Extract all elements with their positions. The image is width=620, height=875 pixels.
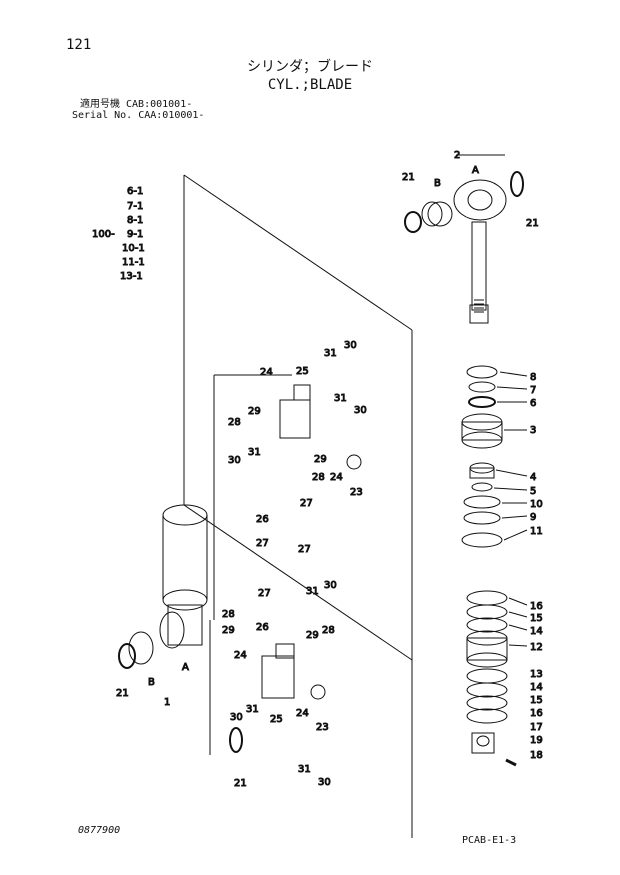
callout-seal-4: 4 [530, 472, 536, 483]
callout-vl-29b: 29 [306, 630, 319, 641]
cylinder-tube [118, 504, 243, 753]
callout-vl-25: 25 [270, 714, 283, 725]
callout-left-13: 13-1 [120, 271, 143, 282]
callout-piston-14a: 14 [530, 626, 543, 637]
callout-piston-16b: 16 [530, 708, 543, 719]
callout-vl-23: 23 [316, 722, 329, 733]
callout-vu-30b: 30 [354, 405, 367, 416]
callout-vl-30a: 30 [324, 580, 337, 591]
callout-left-10: 10-1 [122, 243, 145, 254]
callout-vu-28: 28 [228, 417, 241, 428]
callout-vm-27a: 27 [300, 498, 313, 509]
callout-seal-8: 8 [530, 372, 536, 383]
callout-piston-12: 12 [530, 642, 543, 653]
callout-vm-27d: 27 [258, 588, 271, 599]
leader-lines [493, 371, 528, 647]
callout-vl-29a: 29 [222, 625, 235, 636]
callout-vu-29: 29 [248, 406, 261, 417]
callout-vl-24a: 24 [234, 650, 247, 661]
callout-body-21-left: 21 [116, 688, 129, 699]
callout-vu-24: 24 [260, 367, 273, 378]
callout-seal-3: 3 [530, 425, 536, 436]
callout-body-a: A [182, 662, 189, 673]
piston-rod-assembly [404, 154, 524, 324]
callout-vl-24b: 24 [296, 708, 309, 719]
callout-left-11: 11-1 [122, 257, 145, 268]
callout-body-21-bottom: 21 [234, 778, 247, 789]
callout-vu-31c: 31 [248, 447, 261, 458]
callout-vu-24b: 24 [330, 472, 343, 483]
callout-rod-a: A [472, 165, 479, 176]
piston-stack-lower [466, 590, 517, 767]
page-code: PCAB-E1-3 [462, 835, 517, 846]
callout-vu-30a: 30 [344, 340, 357, 351]
callout-vm-26: 26 [256, 514, 269, 525]
title-english: CYL.;BLADE [267, 77, 353, 93]
callout-piston-13: 13 [530, 669, 543, 680]
callout-vl-31c: 31 [298, 764, 311, 775]
callout-vl-31b: 31 [246, 704, 259, 715]
callout-seal-10: 10 [530, 499, 543, 510]
applicable-serial-en: Serial No. CAA:010001- [72, 110, 205, 121]
callout-piston-15b: 15 [530, 695, 543, 706]
callout-piston-15a: 15 [530, 613, 543, 624]
callout-piston-17: 17 [530, 722, 543, 733]
callout-piston-14b: 14 [530, 682, 543, 693]
title-japanese: シリンダ；ブレード [247, 59, 373, 75]
assembly-frame-lines [183, 174, 413, 838]
callout-seal-11: 11 [530, 526, 543, 537]
valve-block-lower [209, 620, 326, 755]
callout-vu-23: 23 [350, 487, 363, 498]
applicable-serial-jp: 適用号機 CAB:001001- [80, 99, 193, 110]
callout-vl-28b: 28 [322, 625, 335, 636]
callout-piston-16a: 16 [530, 601, 543, 612]
callout-seal-5: 5 [530, 486, 536, 497]
callout-vu-31b: 31 [334, 393, 347, 404]
valve-block-upper [213, 374, 362, 620]
callout-vm-27b: 27 [256, 538, 269, 549]
callout-left-6: 6-1 [127, 186, 143, 197]
callout-vu-31a: 31 [324, 348, 337, 359]
seal-stack-upper [461, 365, 503, 548]
callout-rod-21-right: 21 [526, 218, 539, 229]
callout-vu-28b: 28 [312, 472, 325, 483]
callout-body-b: B [148, 677, 155, 688]
callout-vu-30c: 30 [228, 455, 241, 466]
drawing-number: 0877900 [78, 825, 121, 836]
callout-rod-21-left: 21 [402, 172, 415, 183]
page-number: 121 [66, 37, 92, 53]
callout-labels: 6-1 7-1 8-1 100- 9-1 10-1 11-1 13-1 2 A … [92, 150, 544, 790]
callout-vl-30c: 30 [318, 777, 331, 788]
callout-seal-6: 6 [530, 398, 536, 409]
callout-vl-31a: 31 [306, 586, 319, 597]
callout-seal-7: 7 [530, 385, 536, 396]
callout-body-1: 1 [164, 697, 170, 708]
callout-vu-29b: 29 [314, 454, 327, 465]
callout-left-7: 7-1 [127, 201, 143, 212]
callout-left-8: 8-1 [127, 215, 143, 226]
callout-vl-26: 26 [256, 622, 269, 633]
callout-rod-2: 2 [454, 150, 460, 161]
callout-vl-30b: 30 [230, 712, 243, 723]
callout-vm-27c: 27 [298, 544, 311, 555]
callout-piston-18: 18 [530, 750, 543, 761]
callout-seal-9: 9 [530, 512, 536, 523]
callout-left-9: 9-1 [127, 229, 143, 240]
callout-vl-28a: 28 [222, 609, 235, 620]
callout-piston-19: 19 [530, 735, 543, 746]
callout-rod-b: B [434, 178, 441, 189]
callout-left-prefix: 100- [92, 229, 115, 240]
callout-vu-25: 25 [296, 366, 309, 377]
